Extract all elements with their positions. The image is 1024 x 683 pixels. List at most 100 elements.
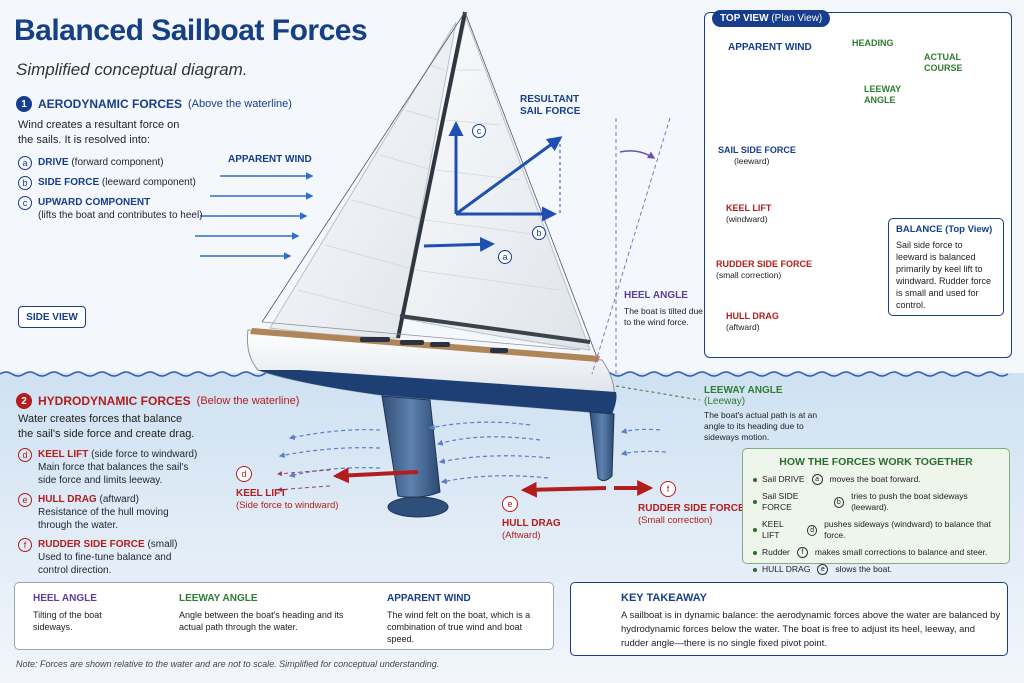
key-takeaway-desc: A sailboat is in dynamic balance: the ae… <box>621 610 1001 649</box>
together-post: tries to push the boat sideways (leeward… <box>851 491 968 512</box>
leeway-callout-sub: (Leeway) <box>704 396 746 407</box>
item-desc: Used to fine-tune balance and control di… <box>38 552 172 576</box>
aero-number-badge: 1 <box>16 96 32 112</box>
keel-lift-label: KEEL LIFT <box>236 488 287 499</box>
top-hull-drag-callout: HULL DRAG (aftward) <box>726 310 779 333</box>
wake-line <box>277 485 331 493</box>
top-view-badge-text: TOP VIEW <box>720 13 769 24</box>
vector-a-badge: a <box>498 250 512 264</box>
definition-title: HEEL ANGLE <box>33 593 97 604</box>
item-label: UPWARD COMPONENT <box>38 197 151 208</box>
side-view-badge: SIDE VIEW <box>18 306 86 328</box>
hull-bottom <box>258 370 617 414</box>
top-sail-side-sub: (leeward) <box>734 156 770 166</box>
definition-apparent-wind: APPARENT WIND The wind felt on the boat,… <box>387 593 537 645</box>
together-post: slows the boat. <box>835 564 893 574</box>
balance-box: BALANCE (Top View) Sail side force to le… <box>888 218 1004 316</box>
keel-lift-sub: (Side force to windward) <box>236 500 339 511</box>
aero-heading: 1 AERODYNAMIC FORCES (Above the waterlin… <box>16 96 292 112</box>
flow-line <box>620 450 667 456</box>
aero-heading-text: AERODYNAMIC FORCES <box>38 97 183 111</box>
hydro-heading-text: HYDRODYNAMIC FORCES <box>38 394 191 408</box>
flow-line <box>620 428 661 434</box>
drive-arrow <box>423 236 495 252</box>
keel-lift-callout: KEEL LIFT (Side force to windward) <box>236 488 338 511</box>
together-pre: KEEL LIFT <box>762 519 784 540</box>
apparent-wind-label: APPARENT WIND <box>228 154 312 165</box>
together-item: Sail SIDE FORCE b tries to push the boat s… <box>753 491 999 513</box>
letter-badge: b <box>833 496 845 508</box>
keel-lift-arrow <box>332 467 419 484</box>
vector-d-badge: d <box>236 466 252 482</box>
definition-desc: The wind felt on the boat, which is a co… <box>387 610 531 644</box>
hydro-item-hull-drag: e HULL DRAG (aftward)Resistance of the h… <box>18 493 198 532</box>
flow-line <box>436 436 541 446</box>
hull-drag-callout: HULL DRAG (Aftward) <box>502 518 561 541</box>
letter-badge: f <box>796 547 808 558</box>
resultant-sail-force-arrow <box>455 136 563 216</box>
top-heading-label: HEADING <box>852 38 894 48</box>
top-hull-drag-label: HULL DRAG <box>726 311 779 321</box>
letter-badge: c <box>18 196 32 210</box>
flow-line <box>428 421 531 431</box>
definition-heel-angle: HEEL ANGLE Tilting of the boat sideways. <box>33 593 143 633</box>
top-apparent-wind-label: APPARENT WIND <box>728 42 812 53</box>
letter-badge: b <box>18 176 32 190</box>
heel-angle-arc <box>619 150 656 159</box>
key-takeaway-title: KEY TAKEAWAY <box>621 592 707 604</box>
hydro-item-rudder: f RUDDER SIDE FORCE (small)Used to fine-… <box>18 538 198 577</box>
wake-line <box>277 469 331 477</box>
mast <box>396 11 467 339</box>
rudder-sub: (Small correction) <box>638 515 713 526</box>
letter-badge: a <box>811 474 823 485</box>
together-pre: HULL DRAG <box>762 564 811 574</box>
hydro-vectors <box>332 467 654 498</box>
definitions-box: HEEL ANGLE Tilting of the boat sideways.… <box>14 582 554 650</box>
top-leeway-angle-label: LEEWAY ANGLE <box>864 84 902 105</box>
wake-lines <box>277 469 331 493</box>
hull-drag-label: HULL DRAG <box>502 518 561 529</box>
hydro-list: d KEEL LIFT (side force to windward)Main… <box>18 448 198 583</box>
item-desc: Resistance of the hull moving through th… <box>38 507 169 531</box>
hull-drag-arrow <box>520 481 607 498</box>
together-pre: Rudder <box>762 547 790 557</box>
aero-item-side-force: b SIDE FORCE (leeward component) <box>18 176 208 190</box>
hydro-heading: 2 HYDRODYNAMIC FORCES (Below the waterli… <box>16 393 299 409</box>
flow-line <box>288 429 381 441</box>
letter-badge: d <box>18 448 32 462</box>
flow-line <box>438 455 551 465</box>
top-keel-lift-callout: KEEL LIFT (windward) <box>726 202 771 225</box>
footnote: Note: Forces are shown relative to the w… <box>16 659 440 669</box>
heel-angle-callout: HEEL ANGLE The boat is tilted due to the… <box>624 290 704 328</box>
top-sail-side-label: SAIL SIDE FORCE <box>718 145 796 155</box>
water-flow-lines <box>278 421 667 484</box>
definition-title: LEEWAY ANGLE <box>179 593 258 604</box>
aero-item-drive: a DRIVE (forward component) <box>18 156 208 170</box>
resultant-force-label: RESULTANT SAIL FORCE <box>520 94 581 117</box>
hull-drag-sub: (Aftward) <box>502 530 541 541</box>
top-sail-side-callout: SAIL SIDE FORCE (leeward) <box>718 144 796 167</box>
vector-b-badge: b <box>532 226 546 240</box>
heel-angle-label: HEEL ANGLE <box>624 290 688 301</box>
aero-heading-sub: (Above the waterline) <box>188 98 292 110</box>
together-item: HULL DRAG e slows the boat. <box>753 564 999 575</box>
cabin-windows <box>360 337 508 353</box>
item-desc: (forward component) <box>71 157 164 168</box>
item-label: KEEL LIFT <box>38 449 89 460</box>
together-pre: Sail SIDE FORCE <box>762 491 799 512</box>
item-label: SIDE FORCE <box>38 177 100 188</box>
lifeline <box>261 321 581 351</box>
boom <box>399 314 591 344</box>
item-sub: (side force to windward) <box>91 449 198 460</box>
together-post: makes small corrections to balance and s… <box>814 547 988 557</box>
hydro-intro: Water creates forces that balance the sa… <box>18 413 195 440</box>
aero-intro: Wind creates a resultant force on the sa… <box>18 119 180 146</box>
letter-badge: e <box>817 564 829 575</box>
item-desc: (lifts the boat and contributes to heel) <box>38 210 203 221</box>
leeway-callout: LEEWAY ANGLE (Leeway) The boat's actual … <box>704 385 824 443</box>
top-rudder-label: RUDDER SIDE FORCE <box>716 259 813 269</box>
flow-line <box>278 447 381 459</box>
letter-badge: a <box>18 156 32 170</box>
mainsail-seams <box>297 64 446 319</box>
